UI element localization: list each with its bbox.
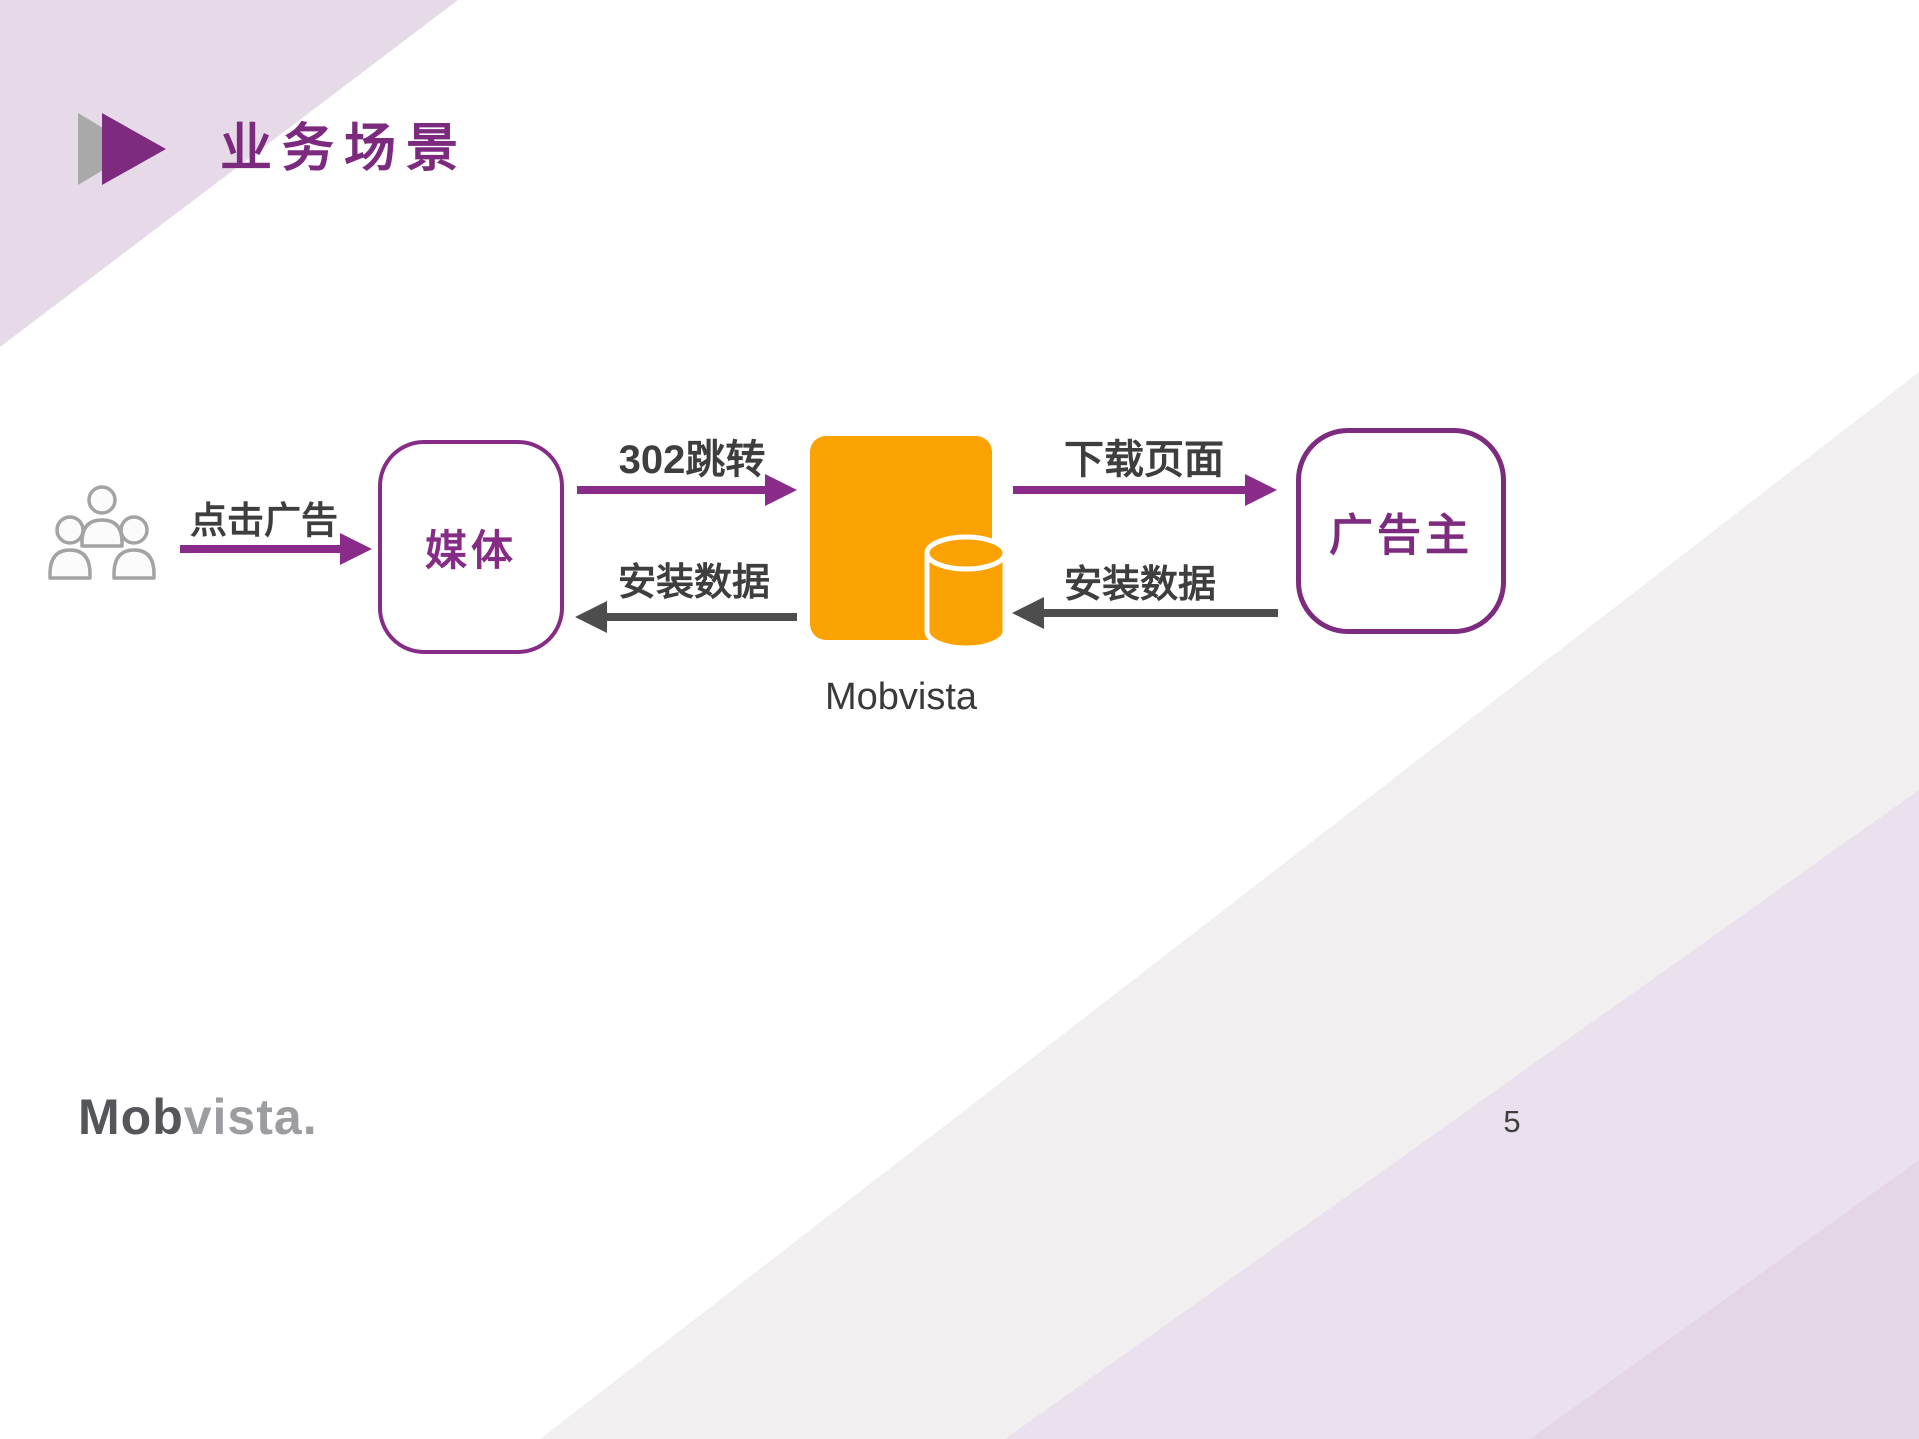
background-topleft-triangle <box>0 0 458 347</box>
logo-suffix: vista. <box>183 1089 318 1145</box>
label-install-data-to-media: 安装数据 <box>617 562 770 604</box>
label-click-ad: 点击广告 <box>190 500 338 541</box>
label-install-data-to-mobvista: 安装数据 <box>1063 564 1216 606</box>
background-diagonal-lavender <box>1005 790 1919 1439</box>
node-media-label: 媒体 <box>424 526 517 574</box>
label-download-page: 下载页面 <box>1064 438 1224 482</box>
node-advertiser: 广告主 <box>1296 428 1506 634</box>
double-chevron-icon <box>78 113 166 185</box>
node-advertiser-label: 广告主 <box>1329 511 1473 560</box>
page-title: 业务场景 <box>220 120 469 178</box>
node-media: 媒体 <box>378 440 564 654</box>
database-cylinder-icon <box>924 534 1008 651</box>
footer-logo: Mobvista. <box>78 1088 318 1146</box>
background-diagonal-corner <box>1530 1160 1919 1439</box>
page-number: 5 <box>1503 1104 1521 1139</box>
label-302-redirect: 302跳转 <box>618 438 766 482</box>
chevron-purple-triangle <box>102 113 166 185</box>
users-group-icon <box>48 485 156 580</box>
mobvista-caption: Mobvista <box>824 676 978 718</box>
logo-prefix: Mob <box>78 1089 184 1145</box>
